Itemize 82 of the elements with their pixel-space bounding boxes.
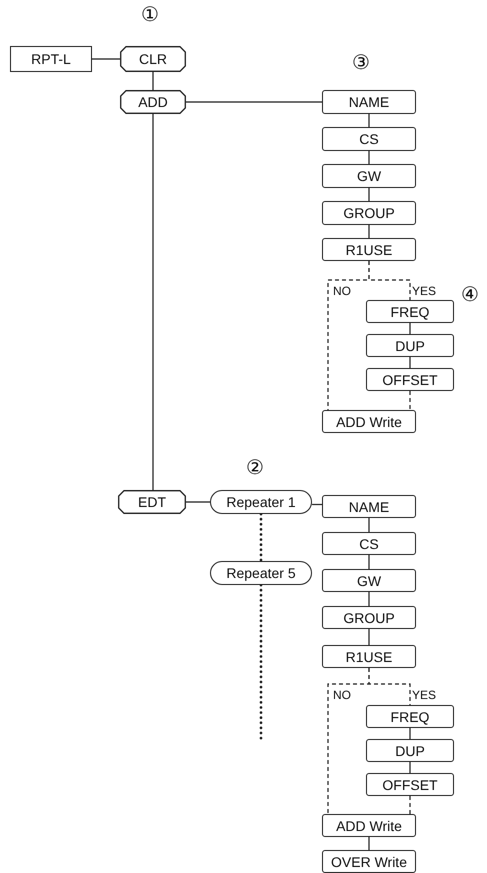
menu-label: EDT	[138, 494, 166, 510]
connector-line	[409, 762, 411, 773]
connector-line	[368, 837, 370, 850]
connector-line	[368, 114, 370, 127]
menu-label: GROUP	[343, 205, 395, 221]
menu-label: DUP	[395, 742, 425, 758]
menu-label: CLR	[138, 51, 167, 67]
callout-number: ②	[246, 455, 264, 479]
connector-line	[368, 518, 370, 532]
menu-label: FREQ	[390, 304, 430, 320]
repeater-pill	[210, 561, 312, 585]
connector-line	[409, 728, 411, 739]
menu-box	[366, 739, 454, 762]
menu-box	[322, 164, 416, 188]
menu-label: OFFSET	[382, 372, 438, 388]
menu-label: RPT-L	[31, 51, 71, 67]
branch-label: YES	[412, 688, 436, 702]
menu-box	[366, 773, 454, 796]
connector-line	[368, 225, 370, 238]
branch-label: NO	[333, 284, 351, 298]
connector-line	[368, 555, 370, 569]
connector-line	[186, 101, 322, 103]
menu-box	[322, 606, 416, 629]
menu-label: GW	[356, 572, 382, 588]
dashed-connector	[409, 391, 411, 410]
connector-line	[368, 592, 370, 606]
dashed-connector	[409, 796, 411, 814]
menu-box	[322, 850, 416, 873]
menu-label: R1USE	[346, 242, 392, 258]
menu-label: DUP	[395, 338, 425, 354]
menu-label: OFFSET	[382, 776, 438, 792]
menu-box	[366, 334, 454, 357]
menu-box	[10, 46, 92, 72]
menu-box	[322, 645, 416, 668]
dashed-connector	[327, 261, 370, 410]
menu-box	[366, 705, 454, 728]
menu-box	[322, 90, 416, 114]
dotted-connector	[260, 512, 262, 562]
callout-number: ③	[352, 50, 370, 74]
menu-label: GW	[356, 168, 382, 184]
menu-box	[322, 814, 416, 837]
connector-line	[409, 323, 411, 334]
branch-label: NO	[333, 688, 351, 702]
menu-box	[322, 201, 416, 225]
menu-label: CS	[359, 131, 379, 147]
connector-line	[186, 501, 210, 503]
menu-label: GROUP	[343, 610, 395, 626]
connector-line	[152, 114, 154, 490]
menu-label: Repeater 1	[226, 494, 296, 510]
callout-number: ④	[461, 282, 479, 306]
connector-line	[409, 357, 411, 368]
connector-line	[92, 58, 120, 60]
menu-label: CS	[359, 536, 379, 552]
connector-line	[368, 629, 370, 645]
menu-label: ADD Write	[336, 414, 402, 430]
menu-label: ADD	[138, 94, 168, 110]
menu-label: ADD Write	[336, 818, 402, 834]
menu-label: OVER Write	[331, 854, 407, 870]
menu-box	[322, 410, 416, 433]
connector-line	[368, 188, 370, 201]
menu-label: FREQ	[390, 708, 430, 724]
repeater-pill	[210, 490, 312, 514]
menu-label: NAME	[348, 94, 390, 110]
callout-number: ①	[141, 2, 159, 26]
menu-label: Repeater 5	[226, 565, 296, 581]
menu-box	[322, 569, 416, 592]
connector-line	[368, 151, 370, 164]
menu-label: R1USE	[346, 648, 392, 664]
dashed-connector	[327, 668, 370, 814]
menu-box	[120, 90, 186, 114]
menu-box	[322, 532, 416, 555]
connector-line	[152, 72, 154, 90]
menu-box	[322, 495, 416, 518]
connector-line	[312, 504, 322, 506]
menu-box	[120, 46, 186, 72]
menu-box	[322, 238, 416, 261]
menu-box	[366, 368, 454, 391]
branch-label: YES	[412, 284, 436, 298]
menu-label: NAME	[348, 498, 390, 514]
menu-box	[322, 127, 416, 151]
menu-box	[366, 300, 454, 323]
menu-box	[118, 490, 186, 514]
